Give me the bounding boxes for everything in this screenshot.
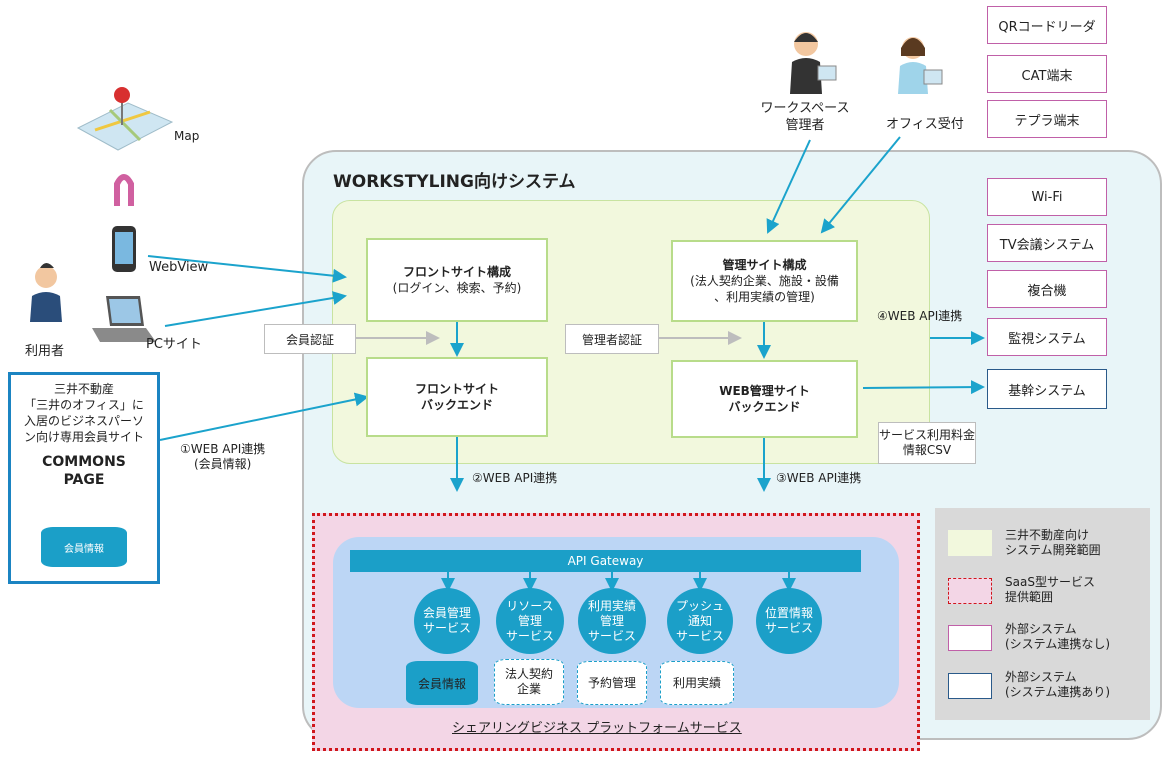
legend-swatch-saas	[948, 578, 992, 604]
service-usage-management: 利用実績 管理 サービス	[578, 588, 646, 654]
api-link-2-label: ②WEB API連携	[472, 471, 558, 485]
ext-box-cat-terminal: CAT端末	[987, 55, 1107, 93]
ext-box-tepra-terminal: テプラ端末	[987, 100, 1107, 138]
commons-title: COMMONS PAGE	[42, 454, 126, 488]
legend-label-dev-range: 三井不動産向け システム開発範囲	[1005, 528, 1101, 557]
admin-site-subtitle: (法人契約企業、施設・設備 、利用実績の管理)	[690, 274, 839, 304]
laptop-icon	[92, 296, 156, 342]
legend-swatch-ext-nolink	[948, 625, 992, 651]
api-link-4-label: ④WEB API連携	[877, 309, 963, 323]
map-label: Map	[174, 129, 200, 143]
web-backend-box: WEB管理サイト バックエンド	[671, 360, 858, 438]
pc-site-label: PCサイト	[146, 337, 202, 352]
workspace-admin-icon	[790, 32, 837, 94]
store-member-info: 会員情報	[406, 661, 478, 705]
store-usage-records: 利用実績	[660, 661, 734, 705]
ext-box-core-system: 基幹システム	[987, 369, 1107, 409]
office-reception-label: オフィス受付	[886, 117, 964, 132]
smartphone-icon	[112, 226, 136, 272]
transition-arrow-icon	[114, 174, 134, 206]
webview-label: WebView	[149, 260, 209, 275]
legend-swatch-dev-range	[948, 530, 992, 556]
platform-label: シェアリングビジネス プラットフォームサービス	[452, 721, 742, 736]
front-site-title: フロントサイト構成	[402, 265, 511, 279]
commons-description: 三井不動産 「三井のオフィス」に 入居のビジネスパーソ ン向け専用会員サイト	[23, 382, 144, 444]
api-gateway-bar: API Gateway	[350, 550, 861, 572]
service-member-management: 会員管理 サービス	[414, 588, 480, 654]
ext-box-qr-reader: QRコードリーダ	[987, 6, 1107, 44]
front-backend-box: フロントサイト バックエンド	[366, 357, 548, 437]
service-fee-csv-box: サービス利用料金 情報CSV	[878, 422, 976, 464]
office-reception-icon	[898, 37, 943, 94]
service-location-info: 位置情報 サービス	[756, 588, 822, 654]
legend-label-ext-link: 外部システム (システム連携あり)	[1005, 670, 1111, 699]
commons-page-box: 三井不動産 「三井のオフィス」に 入居のビジネスパーソ ン向け専用会員サイト C…	[8, 372, 160, 584]
ext-box-multifunction: 複合機	[987, 270, 1107, 308]
member-auth-box: 会員認証	[264, 324, 356, 354]
ext-box-monitoring: 監視システム	[987, 318, 1107, 356]
workspace-admin-label: ワークスペース 管理者	[760, 101, 850, 133]
admin-auth-box: 管理者認証	[565, 324, 659, 354]
map-icon	[76, 87, 174, 151]
front-site-subtitle: (ログイン、検索、予約)	[392, 281, 522, 295]
legend-swatch-ext-link	[948, 673, 992, 699]
legend-label-ext-nolink: 外部システム (システム連携なし)	[1005, 622, 1111, 651]
ext-box-tv-conference: TV会議システム	[987, 224, 1107, 262]
store-corporate-contract: 法人契約 企業	[494, 659, 564, 705]
store-reservation: 予約管理	[577, 661, 647, 705]
service-push-notification: プッシュ 通知 サービス	[667, 588, 733, 654]
system-title: WORKSTYLING向けシステム	[333, 172, 576, 192]
front-site-config-box: フロントサイト構成 (ログイン、検索、予約)	[366, 238, 548, 322]
user-label: 利用者	[25, 344, 65, 359]
service-resource-management: リソース 管理 サービス	[496, 588, 564, 654]
api-link-3-label: ③WEB API連携	[776, 471, 862, 485]
commons-member-db: 会員情報	[41, 527, 127, 567]
admin-site-title: 管理サイト構成	[722, 258, 807, 272]
ext-box-wifi: Wi-Fi	[987, 178, 1107, 216]
api-link-1-label: ①WEB API連携 (会員情報)	[180, 442, 266, 471]
admin-site-config-box: 管理サイト構成 (法人契約企業、施設・設備 、利用実績の管理)	[671, 240, 858, 322]
user-person-icon	[30, 263, 62, 322]
legend-label-saas: SaaS型サービス 提供範囲	[1005, 575, 1095, 604]
